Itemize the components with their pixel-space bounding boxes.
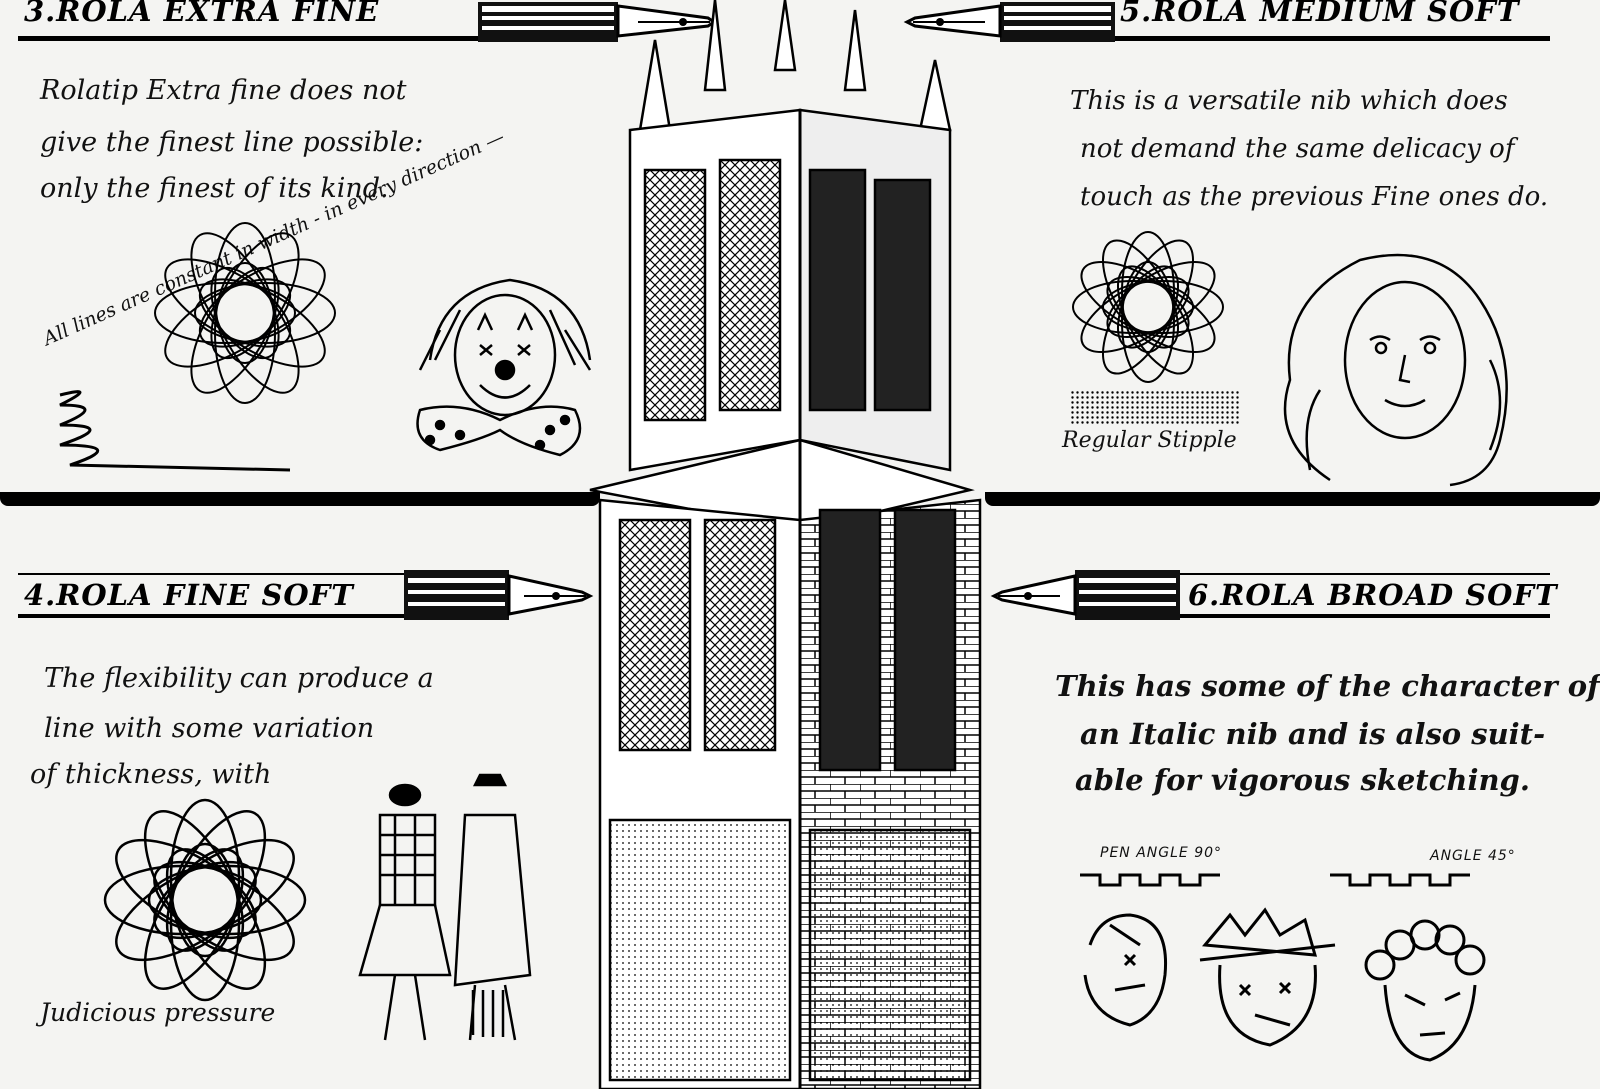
broad-soft-rule-bottom xyxy=(1175,614,1550,618)
medium-soft-line-3: touch as the previous Fine ones do. xyxy=(1080,182,1549,212)
fine-soft-line-2: line with some variation xyxy=(44,713,375,744)
fountain-pen-icon xyxy=(478,2,717,42)
broad-soft-line-3: able for vigorous sketching. xyxy=(1075,763,1530,797)
extra-fine-line-2: give the finest line possible: xyxy=(40,127,424,158)
broad-soft-line-2: an Italic nib and is also suit- xyxy=(1080,717,1546,751)
extra-fine-line-1: Rolatip Extra fine does not xyxy=(40,75,407,106)
fountain-pen-icon xyxy=(903,2,1115,42)
stipple-swatch-icon xyxy=(1070,390,1240,424)
squiggle-line-icon xyxy=(59,390,291,472)
broad-soft-rule-top xyxy=(1175,573,1550,575)
fountain-pen-icon xyxy=(990,570,1180,620)
fine-soft-rule-bottom xyxy=(18,614,406,618)
heading-medium-soft: 5.ROLA MEDIUM SOFT xyxy=(1120,0,1520,28)
faces-sketch-icon xyxy=(1080,873,1486,1062)
stipple-label: Regular Stipple xyxy=(1062,428,1237,453)
broad-soft-line-1: This has some of the character of xyxy=(1055,669,1600,703)
spirograph-icon xyxy=(154,222,336,404)
heading-extra-fine: 3.ROLA EXTRA FINE xyxy=(24,0,380,28)
fine-soft-caption: Judicious pressure xyxy=(40,998,276,1027)
couple-drawing-icon xyxy=(358,773,532,1041)
heading-broad-soft: 6.ROLA BROAD SOFT xyxy=(1188,578,1558,612)
spirograph-icon xyxy=(1072,231,1224,383)
angle-45-label: ANGLE 45° xyxy=(1430,848,1516,864)
middle-divider-left xyxy=(0,492,600,506)
spirograph-icon xyxy=(103,798,307,1002)
medium-soft-line-1: This is a versatile nib which does xyxy=(1070,86,1508,116)
medium-soft-line-2: not demand the same delicacy of xyxy=(1080,134,1515,164)
top-right-rule xyxy=(1100,36,1550,41)
extra-fine-line-3: only the finest of its kind. xyxy=(40,173,389,204)
fine-soft-rule-top xyxy=(18,573,406,575)
woman-portrait-icon xyxy=(1283,253,1508,487)
clown-face-icon xyxy=(416,278,592,457)
pen-angle-90-label: PEN ANGLE 90° xyxy=(1100,845,1223,861)
fountain-pen-icon xyxy=(404,570,594,620)
fine-soft-line-3: of thickness, with xyxy=(30,759,272,790)
heading-fine-soft: 4.ROLA FINE SOFT xyxy=(24,578,354,612)
middle-divider-right xyxy=(985,492,1600,506)
gothic-tower-drawing xyxy=(589,0,982,1089)
top-left-rule xyxy=(18,36,508,41)
fine-soft-line-1: The flexibility can produce a xyxy=(44,663,434,694)
